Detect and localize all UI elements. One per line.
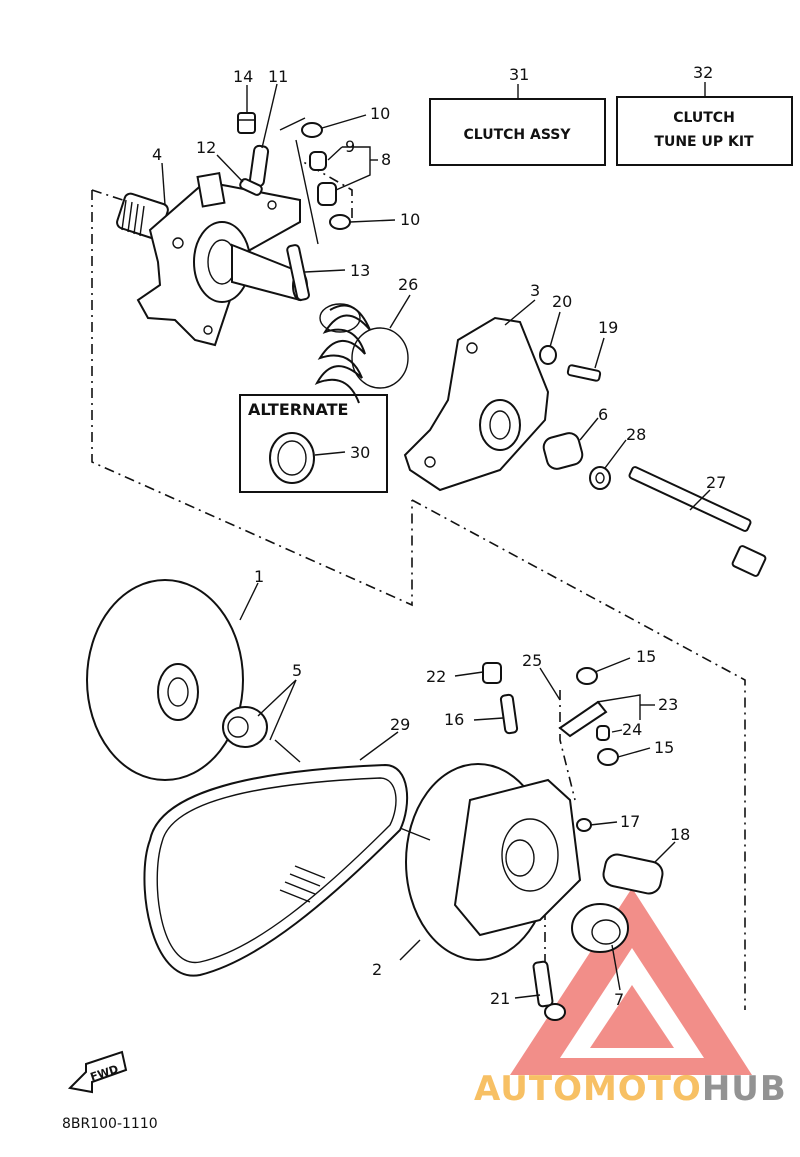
- label-2: 2: [372, 960, 382, 979]
- fixed-sheave: [86, 579, 244, 781]
- diagram-code: 8BR100-1110: [62, 1116, 158, 1132]
- cover-hardware: [539, 345, 767, 577]
- brand-part2: HUB: [702, 1069, 787, 1109]
- svg-text:AUTOMOTOHUB: AUTOMOTOHUB: [474, 1069, 787, 1109]
- label-4: 4: [152, 145, 162, 164]
- tune-up-kit-label-line1: CLUTCH: [673, 110, 735, 126]
- secondary-sheave: [405, 763, 582, 961]
- tune-up-kit-box: 32 CLUTCH TUNE UP KIT: [616, 63, 793, 166]
- label-3: 3: [530, 281, 540, 300]
- clutch-assy-label: CLUTCH ASSY: [464, 127, 572, 143]
- brand-part1: AUTOMOTO: [474, 1069, 702, 1109]
- sheave-bushing: [222, 706, 268, 748]
- label-15a: 15: [636, 647, 656, 666]
- label-9: 9: [345, 137, 355, 156]
- leader-lines: [161, 83, 711, 999]
- label-12: 12: [196, 138, 216, 157]
- primary-spider-shaft: [116, 171, 308, 347]
- clutch-assy-box: 31 CLUTCH ASSY: [429, 65, 606, 166]
- label-30: 30: [350, 443, 370, 462]
- spring: [314, 303, 409, 404]
- label-14: 14: [233, 67, 253, 86]
- label-25: 25: [522, 651, 542, 670]
- label-16: 16: [444, 710, 464, 729]
- tune-up-kit-label-line2: TUNE UP KIT: [654, 134, 754, 150]
- label-20: 20: [552, 292, 572, 311]
- label-10a: 10: [370, 104, 390, 123]
- small-parts-top: [237, 112, 351, 301]
- label-17: 17: [620, 812, 640, 831]
- label-8: 8: [381, 150, 391, 169]
- label-13: 13: [350, 261, 370, 280]
- alternate-label: ALTERNATE: [248, 400, 348, 419]
- label-26: 26: [398, 275, 418, 294]
- label-18: 18: [670, 825, 690, 844]
- fwd-arrow: FWD: [67, 1050, 128, 1094]
- label-10b: 10: [400, 210, 420, 229]
- label-5: 5: [292, 661, 302, 680]
- label-7: 7: [614, 990, 624, 1009]
- label-11: 11: [268, 67, 288, 86]
- label-23: 23: [658, 695, 678, 714]
- part-number-labels: 14 11 12 4 10 9 8 10 13 26 3 20 19 6 28 …: [152, 67, 726, 1009]
- label-19: 19: [598, 318, 618, 337]
- label-6: 6: [598, 405, 608, 424]
- box-31-number: 31: [509, 65, 529, 84]
- watermark-brand: AUTOMOTOHUB: [474, 1069, 787, 1109]
- label-28: 28: [626, 425, 646, 444]
- label-21: 21: [490, 989, 510, 1008]
- alternate-box: ALTERNATE: [239, 394, 388, 493]
- label-29: 29: [390, 715, 410, 734]
- box-32-number: 32: [693, 63, 713, 82]
- drive-belt: [143, 763, 409, 977]
- label-15b: 15: [654, 738, 674, 757]
- label-22: 22: [426, 667, 446, 686]
- spider-cover: [403, 316, 550, 492]
- watermark-logo: [510, 888, 752, 1075]
- label-1: 1: [254, 567, 264, 586]
- label-27: 27: [706, 473, 726, 492]
- label-24: 24: [622, 720, 642, 739]
